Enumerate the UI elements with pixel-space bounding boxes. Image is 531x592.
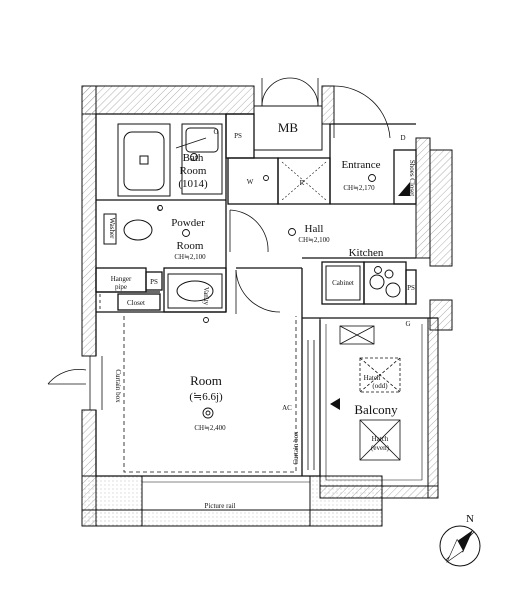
entrance-ch: CH≒2,170 xyxy=(343,184,375,192)
door-swings xyxy=(47,77,391,385)
mb-label: MB xyxy=(278,120,299,135)
washer-label: Washer xyxy=(108,218,116,239)
north-arrow-icon xyxy=(439,525,481,567)
shoes-closet-label: Shoes Closet xyxy=(408,160,416,196)
interior-walls xyxy=(89,113,438,487)
r-label: R xyxy=(300,179,305,187)
c-label: C xyxy=(158,204,163,212)
balcony-label: Balcony xyxy=(354,402,398,417)
hanger-pipe-label: pipe xyxy=(115,283,127,291)
bath-label-2: Room xyxy=(180,165,207,177)
hatch-odd-2: (odd) xyxy=(372,382,388,390)
hatch-boxes xyxy=(339,325,401,461)
bath-label-1: Bath xyxy=(183,152,204,164)
ps-hanger-label: PS xyxy=(150,278,158,286)
entrance-label: Entrance xyxy=(341,159,380,171)
ps-top-label: PS xyxy=(234,132,242,140)
kitchen-sink xyxy=(325,265,401,301)
washbasin xyxy=(167,273,223,309)
g-top-label: G xyxy=(213,128,218,136)
room-ch: CH≒2,400 xyxy=(194,424,226,432)
room-labels: Bath Room (1014) Powder Room CH≒2,100 Ha… xyxy=(171,152,398,432)
ac-label: AC xyxy=(282,404,292,412)
room-label: Room xyxy=(190,373,222,388)
hatch-even-2: (even) xyxy=(371,444,390,452)
d-label: D xyxy=(400,134,405,142)
misc-labels: MB PS PS PS W R G G C D AC Hanger pipe C… xyxy=(108,120,474,525)
picture-rail-label: Picture rail xyxy=(205,502,236,510)
curtain-box-right: Curtain box xyxy=(292,431,300,465)
closet-label: Closet xyxy=(127,299,145,307)
north-label: N xyxy=(466,513,474,525)
shoes-closet-mark xyxy=(398,182,410,196)
kitchen-label: Kitchen xyxy=(349,247,384,259)
ceiling-lights xyxy=(157,153,382,419)
hanger-label: Hanger xyxy=(111,275,132,283)
hall-ch: CH≒2,100 xyxy=(298,236,330,244)
curtain-box-left: Curtain box xyxy=(114,369,122,403)
vanity-label: Vanity xyxy=(202,287,210,306)
balcony-arrow xyxy=(330,398,340,410)
powder-ch: CH≒2,100 xyxy=(174,253,206,261)
hall-label: Hall xyxy=(305,223,324,235)
w-label: W xyxy=(247,178,254,186)
bathtub xyxy=(117,123,223,197)
toilet xyxy=(103,213,153,245)
structural-walls xyxy=(81,85,453,527)
bath-label-3: (1014) xyxy=(178,178,208,190)
hatch-even-1: Hatch xyxy=(372,435,389,443)
floor-vent-r xyxy=(281,161,327,201)
hatch-odd-1: Hatch xyxy=(364,374,381,382)
ps-kitchen-label: PS xyxy=(407,284,415,292)
powder-label-2: Room xyxy=(177,240,204,252)
g-balcony-label: G xyxy=(405,320,410,328)
room-size: (≒6.6j) xyxy=(189,391,223,403)
cabinet-label: Cabinet xyxy=(332,279,354,287)
powder-label-1: Powder xyxy=(171,217,205,229)
